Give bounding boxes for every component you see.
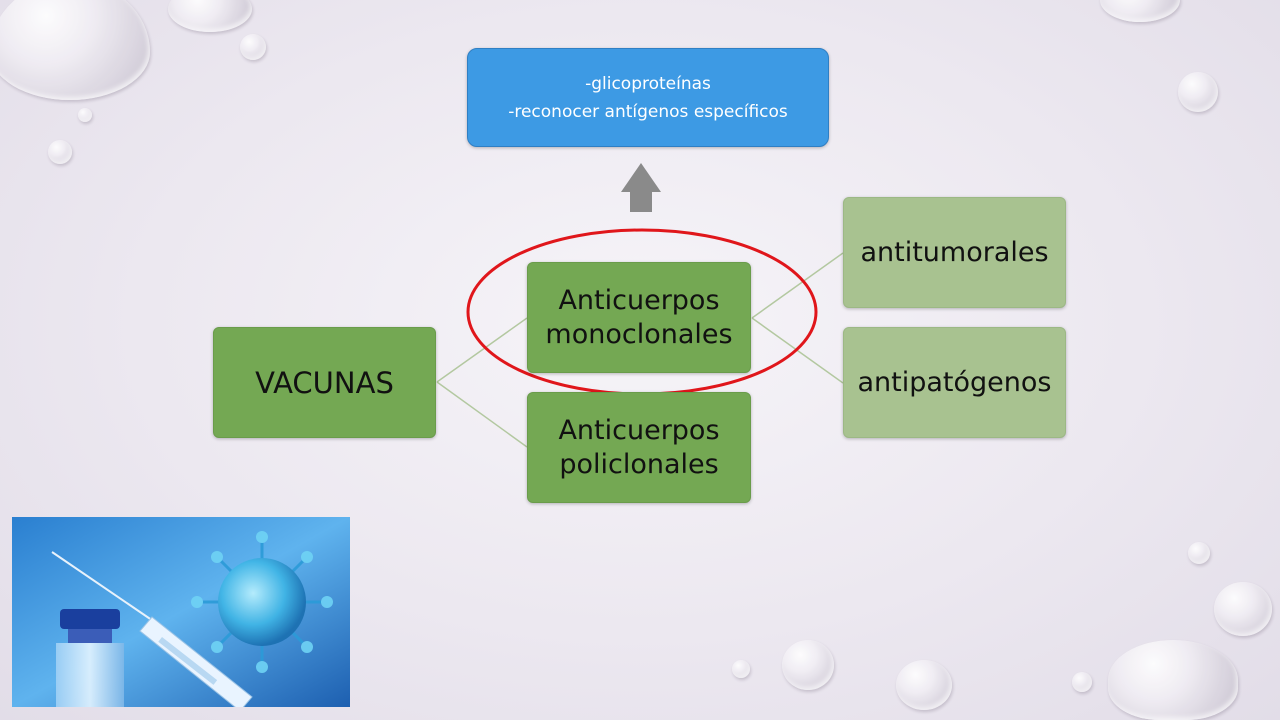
water-drop-decoration [48, 140, 72, 164]
monoclonales-line2: monoclonales [545, 318, 733, 350]
up-arrow [621, 163, 661, 212]
info-line-glicoproteinas: -glicoproteínas [585, 73, 711, 94]
policlonales-box: Anticuerpos policlonales [527, 392, 751, 503]
antipatogenos-box: antipatógenos [843, 327, 1066, 438]
vial-icon [56, 609, 124, 707]
water-drop-decoration [1178, 72, 1218, 112]
water-drop-decoration [782, 640, 834, 690]
water-drop-decoration [0, 0, 150, 100]
water-drop-decoration [896, 660, 952, 710]
water-drop-decoration [1188, 542, 1210, 564]
water-drop-decoration [732, 660, 750, 678]
virus-icon [191, 531, 333, 673]
monoclonales-box: Anticuerpos monoclonales [527, 262, 751, 373]
policlonales-line1: Anticuerpos [558, 414, 720, 446]
water-drop-decoration [1100, 0, 1180, 22]
connector-line [751, 252, 844, 319]
info-box: -glicoproteínas -reconocer antígenos esp… [467, 48, 829, 147]
vacunas-box: VACUNAS [213, 327, 436, 438]
syringe-icon [51, 551, 253, 707]
vaccine-illustration [12, 517, 350, 707]
water-drop-decoration [78, 108, 92, 122]
water-drop-decoration [1214, 582, 1272, 636]
connector-line [436, 381, 528, 448]
antitumorales-label: antitumorales [860, 237, 1049, 268]
antipatogenos-label: antipatógenos [857, 367, 1052, 398]
info-line-reconocer: -reconocer antígenos específicos [508, 101, 788, 122]
water-drop-decoration [1108, 640, 1238, 720]
water-drop-decoration [1072, 672, 1092, 692]
connector-line [436, 317, 528, 383]
water-drop-decoration [240, 34, 266, 60]
vacunas-label: VACUNAS [255, 365, 394, 400]
antitumorales-box: antitumorales [843, 197, 1066, 308]
monoclonales-line1: Anticuerpos [558, 284, 720, 316]
policlonales-line2: policlonales [559, 448, 719, 480]
